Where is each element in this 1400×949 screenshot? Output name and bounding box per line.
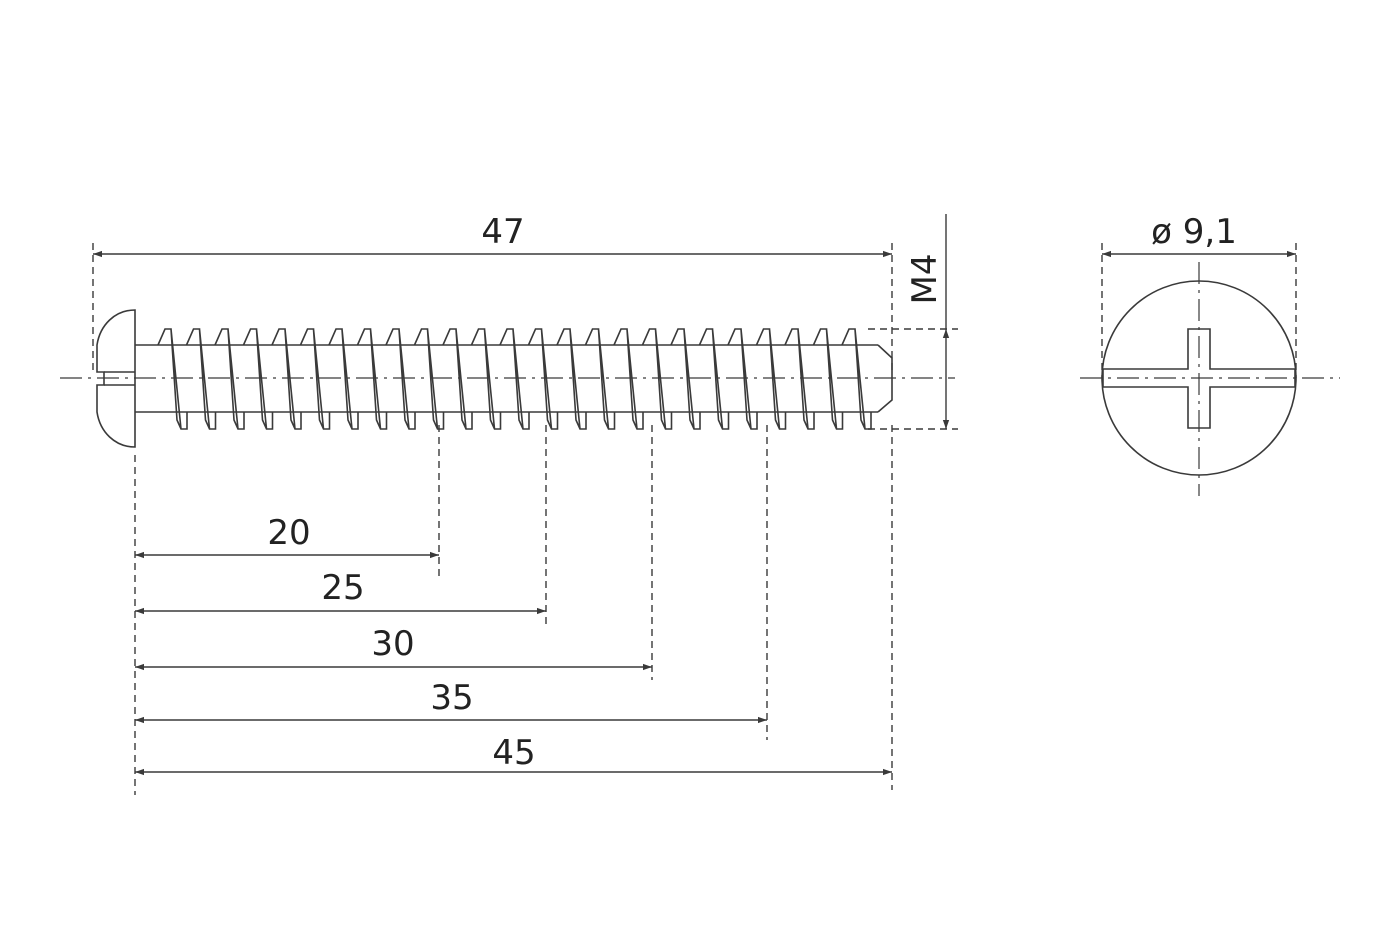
label-thread-size: M4: [905, 254, 945, 305]
dimension-labels: 47 M4 ø 9,1 20 25 30 35 45: [267, 212, 1236, 773]
cross-slot-recess: [1102, 328, 1296, 429]
label-overall-length: 47: [481, 212, 524, 252]
thread-pattern: [157, 328, 872, 430]
thread-flanks: [157, 328, 872, 430]
dimension-lines: [92, 214, 1297, 795]
screw-side-view: [60, 309, 955, 448]
label-head-diameter: ø 9,1: [1151, 212, 1237, 252]
label-length-45: 45: [492, 733, 535, 773]
screw-tip: [877, 344, 893, 413]
head-outline-circle: [1101, 280, 1297, 476]
screw-head-top-view: [1080, 262, 1340, 496]
label-length-25: 25: [321, 568, 364, 608]
label-length-35: 35: [430, 678, 473, 718]
label-length-30: 30: [371, 624, 414, 664]
label-length-20: 20: [267, 513, 310, 553]
